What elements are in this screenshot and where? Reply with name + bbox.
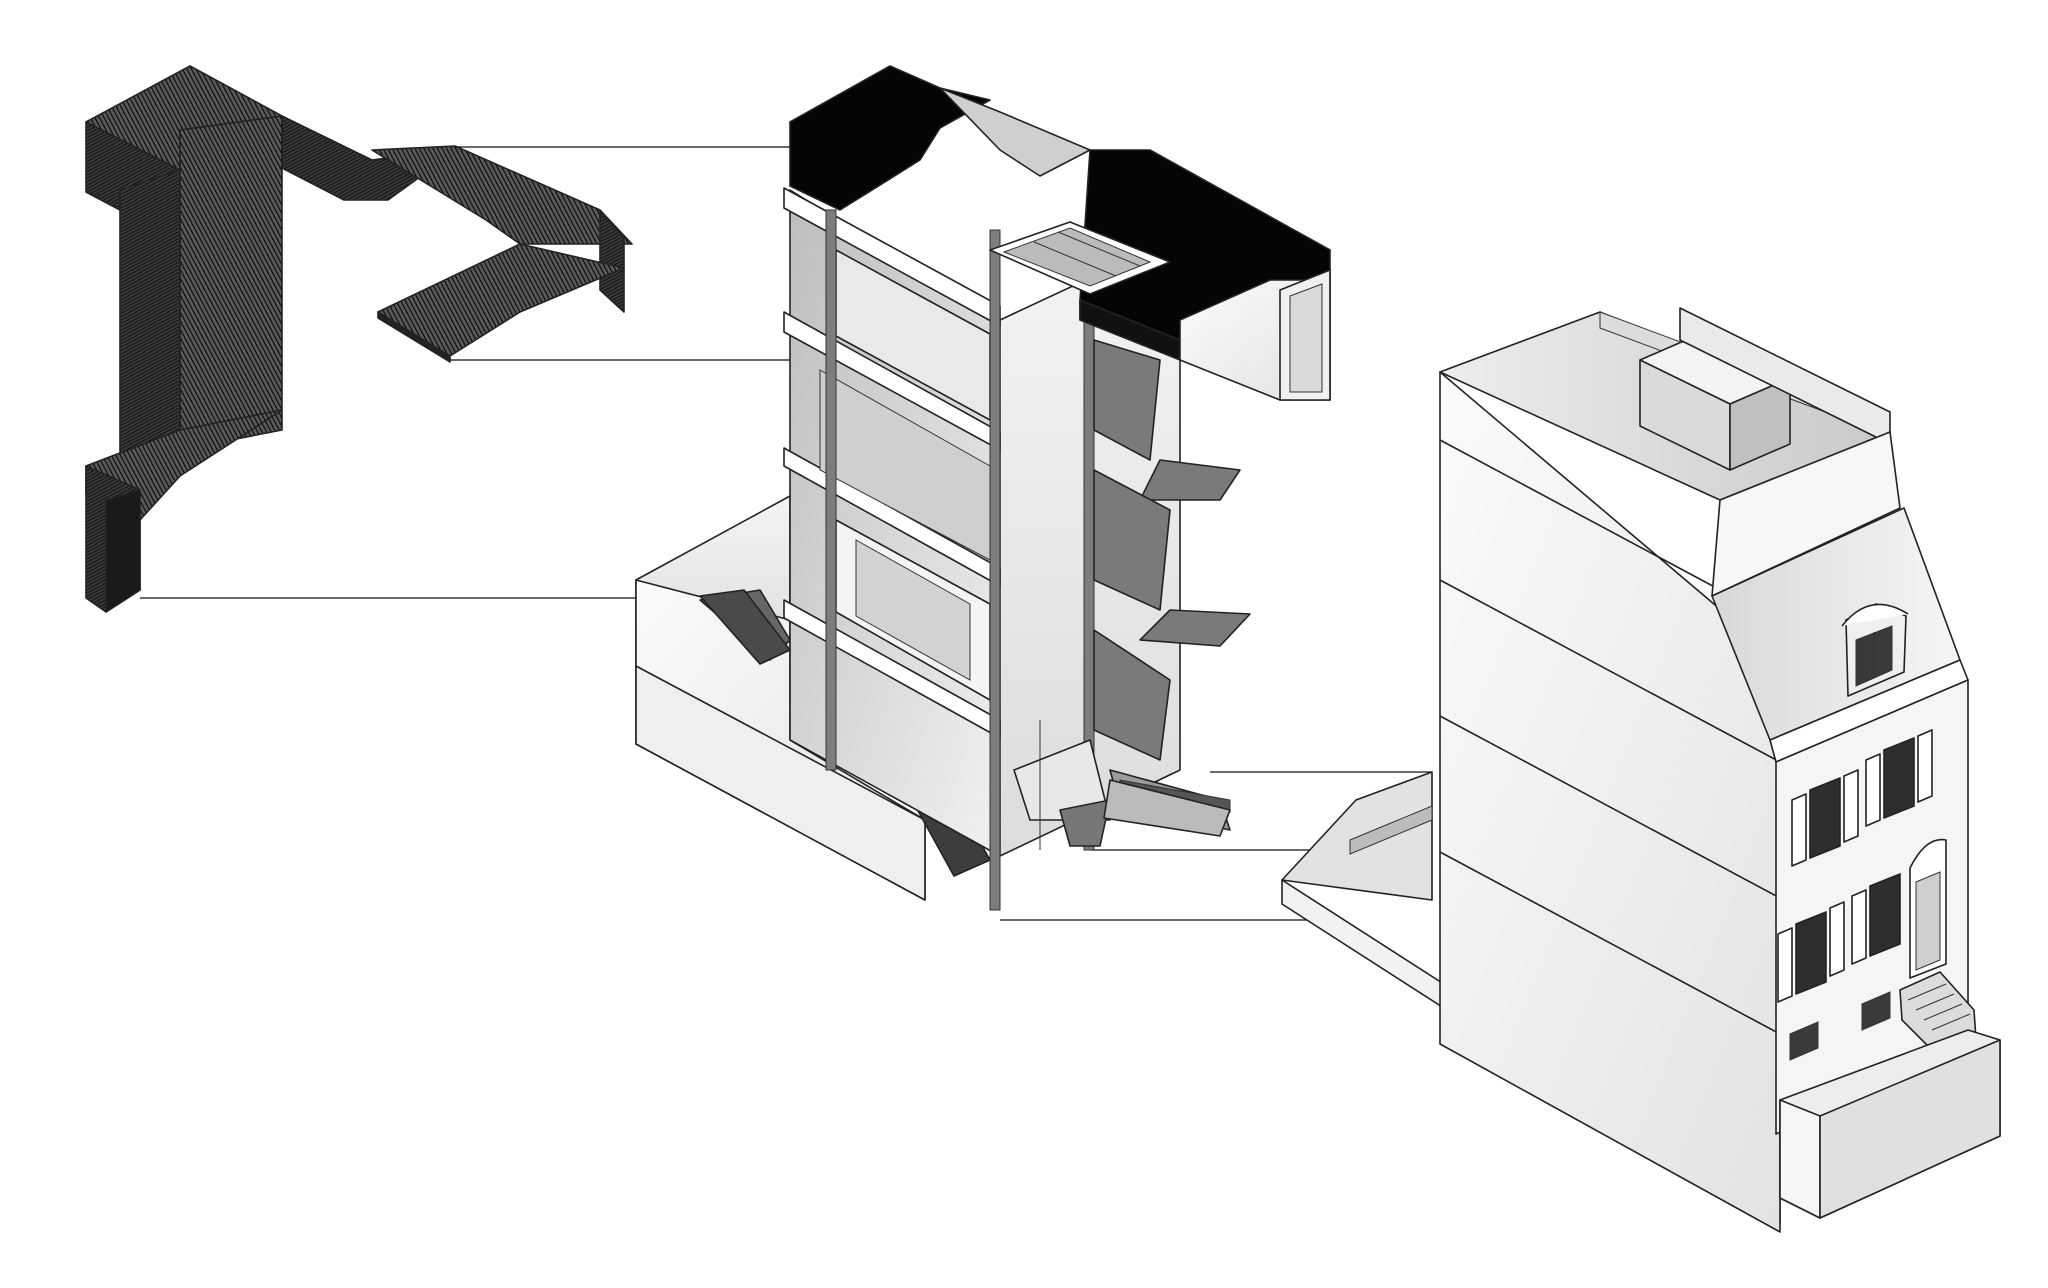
skylight-frame <box>989 221 1171 295</box>
dormer-window <box>1841 603 1909 697</box>
lower-windows <box>1777 873 1901 1003</box>
rooftop-box <box>1639 307 1891 471</box>
floor-slabs <box>783 187 1001 739</box>
interior-cutaway <box>635 65 1331 911</box>
stair-spine-element <box>85 65 633 613</box>
entry-door <box>1909 838 1947 979</box>
rowhouse-exterior <box>1281 307 2001 1233</box>
upper-windows <box>1791 729 1933 867</box>
